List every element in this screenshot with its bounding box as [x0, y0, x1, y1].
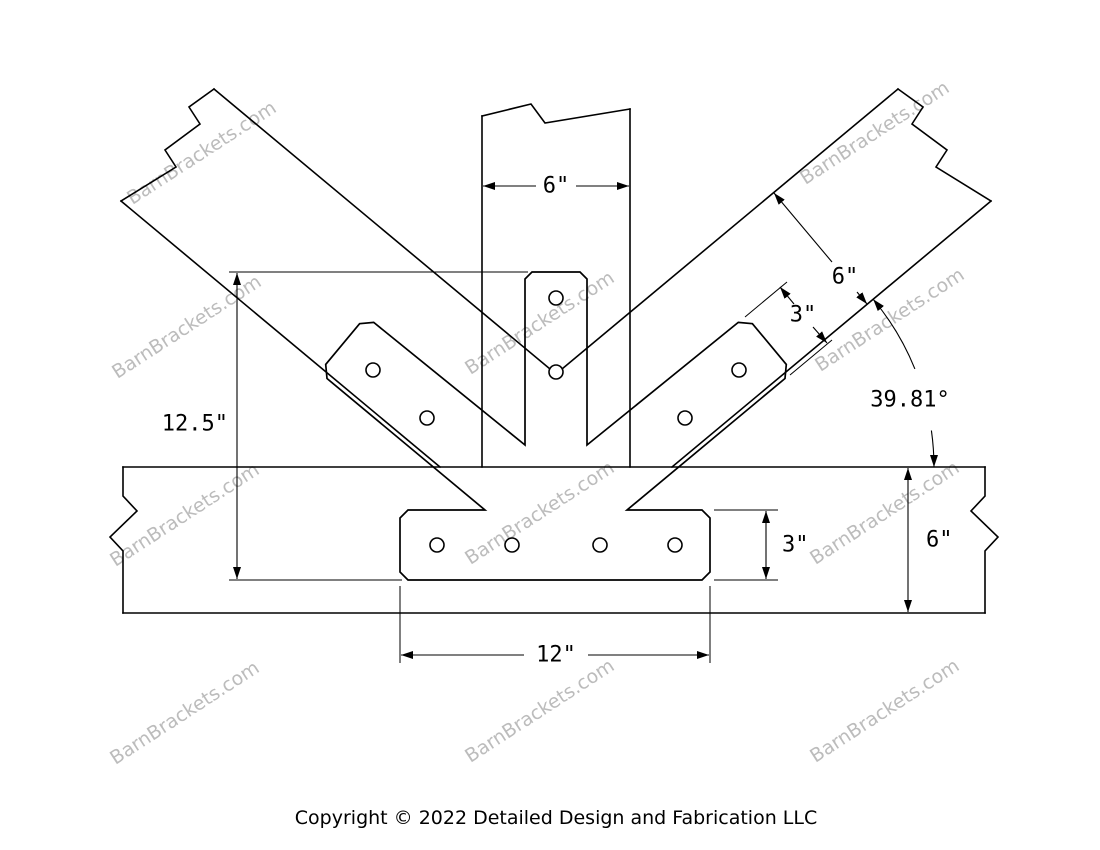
dimension-label: 12.5" — [162, 412, 228, 437]
bolt-hole — [429, 537, 445, 553]
dimension-strut-plate-width: 3" — [744, 281, 833, 376]
bolt-hole — [667, 537, 683, 553]
watermark-text: BarnBrackets.com — [123, 97, 280, 210]
bolt-hole — [731, 362, 747, 378]
beam-right-break-line — [969, 466, 1000, 614]
dimension-post-width: 6" — [483, 174, 629, 199]
dimension-line — [779, 286, 795, 305]
right-strut-break-line — [896, 87, 993, 203]
dimension-line — [812, 326, 828, 344]
right-strut-lower-edge — [670, 199, 993, 469]
angle-arc — [929, 430, 938, 468]
bolt-hole — [365, 362, 381, 378]
dimension-strut-depth: 6" — [773, 192, 868, 305]
extension-line — [789, 339, 833, 376]
watermark-text: BarnBrackets.com — [796, 77, 953, 190]
dimension-plate-width: 12" — [399, 586, 711, 668]
watermark-text: BarnBrackets.com — [106, 459, 263, 572]
watermark-text: BarnBrackets.com — [461, 267, 618, 380]
dimension-overall-height: 12.5" — [162, 271, 528, 581]
dimension-label: 3" — [782, 533, 809, 558]
angle-arc — [872, 298, 916, 370]
dimension-beam-depth: 6" — [904, 468, 953, 612]
bolt-hole — [548, 290, 564, 306]
copyright-text: Copyright © 2022 Detailed Design and Fab… — [295, 807, 817, 829]
dimension-label: 6" — [543, 174, 570, 199]
post-top-break-line — [481, 103, 631, 124]
dimension-plate-height: 3" — [714, 509, 809, 581]
watermark-text: BarnBrackets.com — [108, 271, 265, 384]
dimension-line — [773, 192, 833, 263]
bolt-hole — [592, 537, 608, 553]
bolt-holes — [365, 290, 747, 553]
left-strut-upper-edge — [212, 87, 558, 376]
bolt-hole — [548, 364, 564, 380]
beam-left-break-line — [108, 466, 139, 614]
dimension-label: 12" — [536, 643, 576, 668]
right-strut-upper-edge — [554, 87, 900, 376]
watermark-text: BarnBrackets.com — [806, 655, 963, 768]
dimension-label: 3" — [790, 303, 817, 328]
dimensions: 6" 6" 3" 39.81° 12.5" — [162, 174, 953, 668]
dimension-angle: 39.81° — [870, 298, 950, 468]
dimension-label: 6" — [832, 265, 859, 290]
dimension-label: 39.81° — [870, 388, 949, 413]
left-strut-break-line — [119, 87, 216, 203]
bracket-outline — [324, 271, 788, 581]
bolt-hole — [419, 410, 435, 426]
dimension-line — [856, 291, 868, 305]
timber-outlines — [108, 87, 1000, 614]
left-strut-lower-edge — [119, 199, 442, 469]
bracket — [324, 271, 788, 581]
watermark-text: BarnBrackets.com — [106, 657, 263, 770]
bolt-hole — [677, 410, 693, 426]
dimension-label: 6" — [926, 528, 953, 553]
watermark-text: BarnBrackets.com — [461, 655, 618, 768]
bolt-hole — [504, 537, 520, 553]
watermark-text: BarnBrackets.com — [461, 457, 618, 570]
